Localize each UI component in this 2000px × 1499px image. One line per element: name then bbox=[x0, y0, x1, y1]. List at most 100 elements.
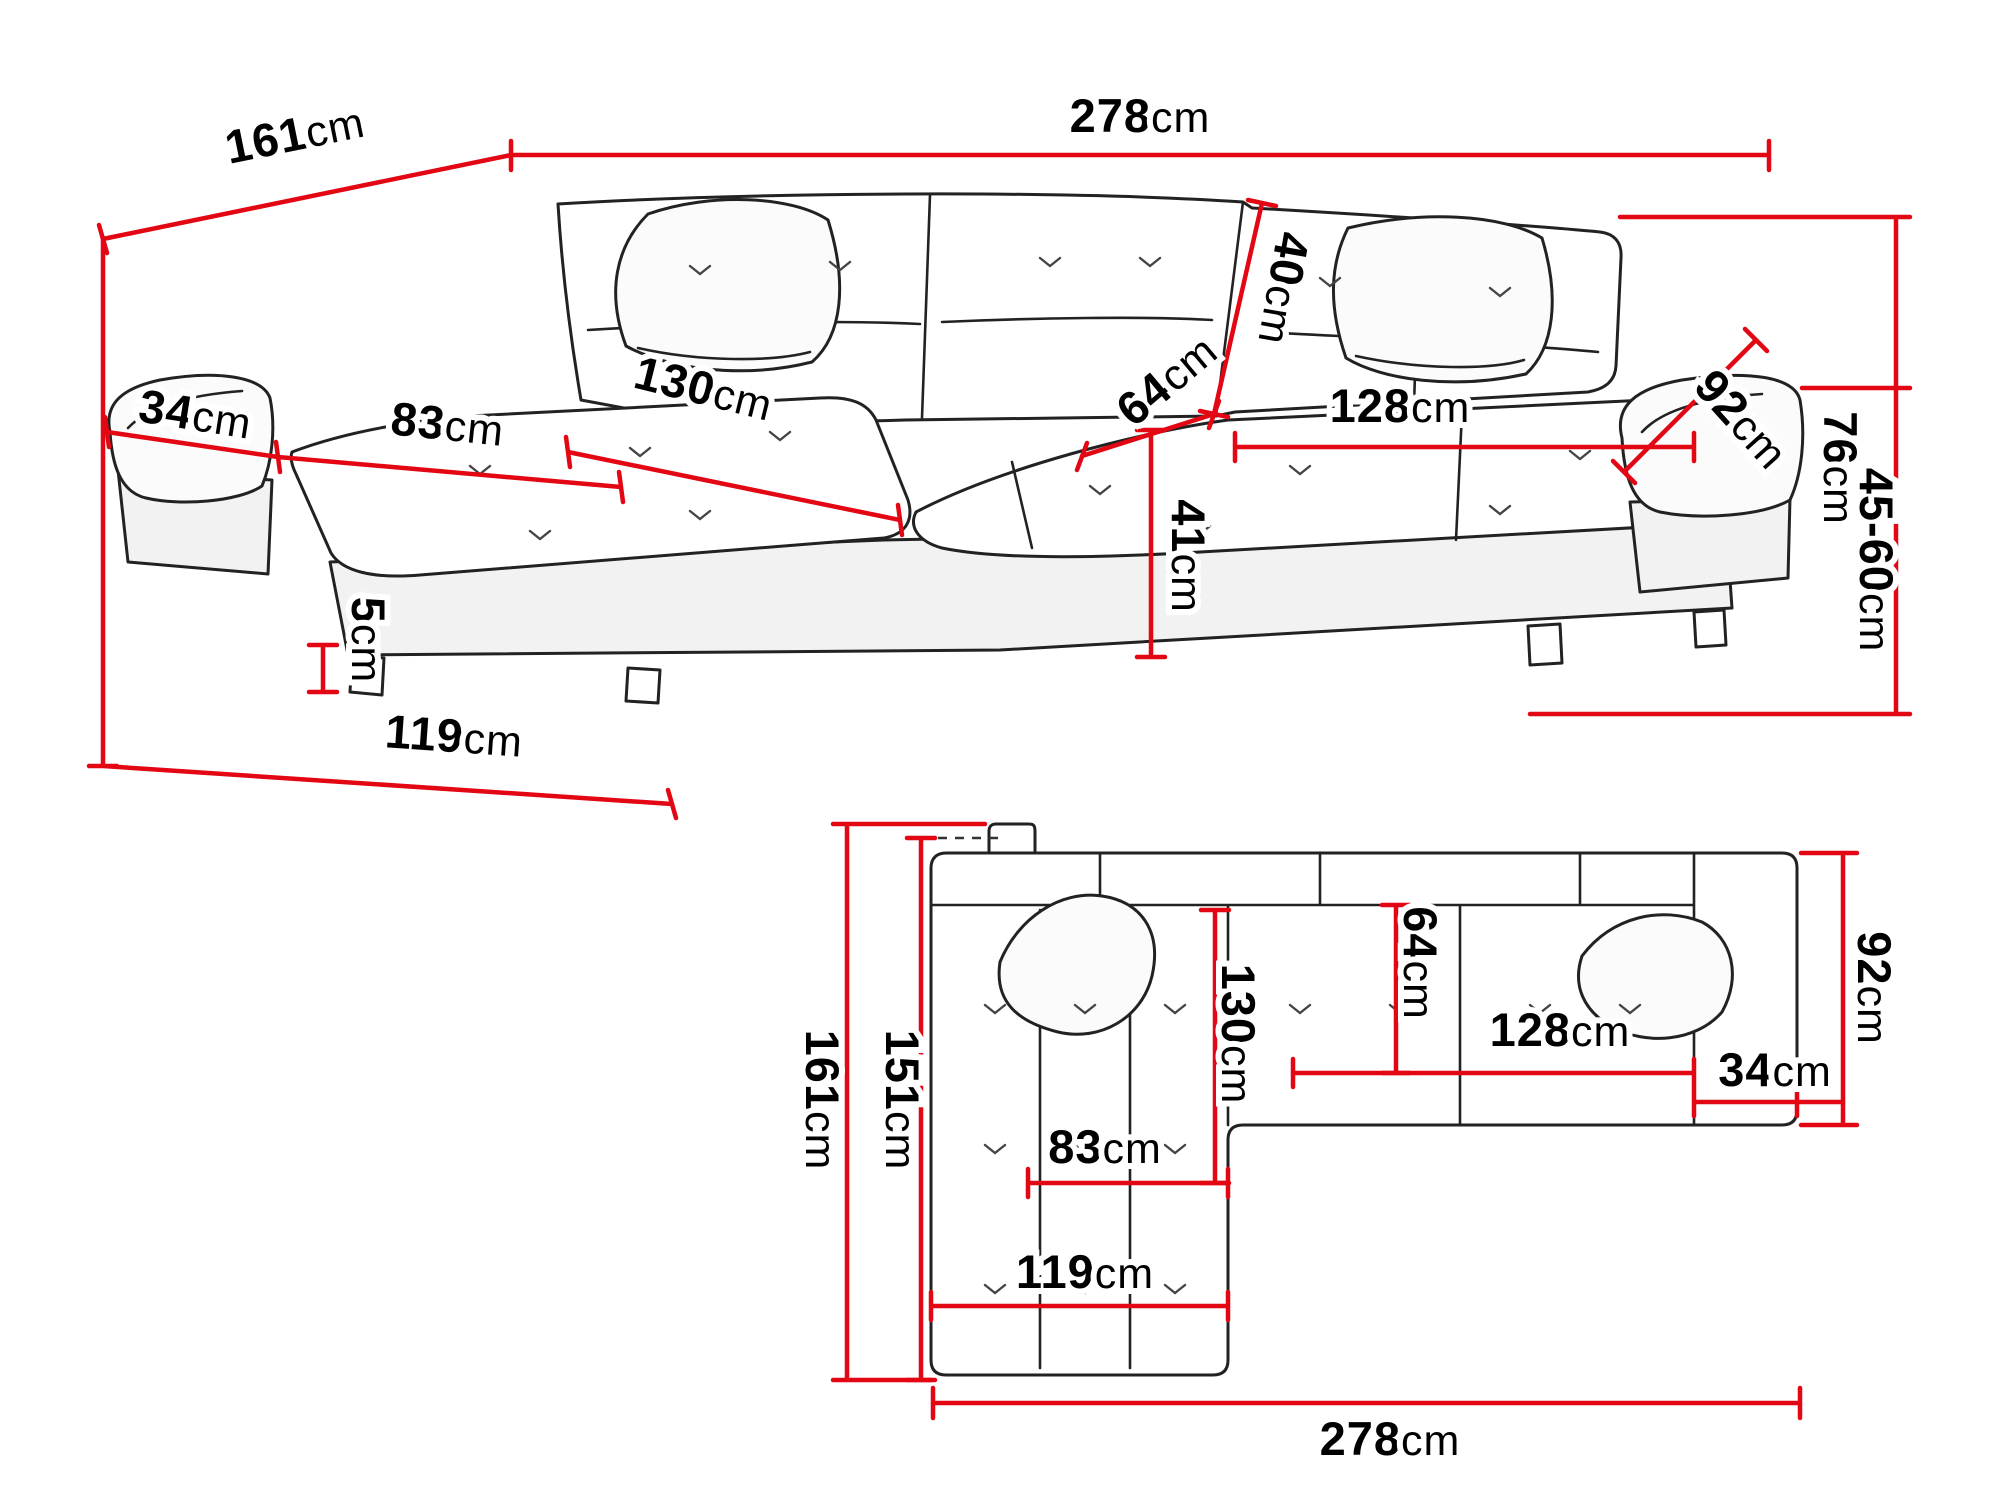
dim-label-plan-inner-depth: 151cm bbox=[876, 1030, 929, 1171]
perspective-dimension-labels: 278cm 161cm 40cm 64cm 128cm 83cm 130cm 3… bbox=[129, 83, 1909, 773]
dim-unit: cm bbox=[442, 402, 506, 456]
left-armrest bbox=[107, 373, 275, 504]
dim-line-plan-total-width bbox=[930, 1385, 1803, 1421]
dim-line-plan-chaise-width bbox=[1025, 1166, 1231, 1200]
dim-value: 128 bbox=[1490, 1003, 1571, 1056]
dim-label-total-width: 278cm bbox=[1070, 89, 1211, 142]
dim-label-seat-height: 41cm bbox=[1162, 499, 1215, 613]
dim-unit: cm bbox=[1162, 553, 1210, 612]
right-seats-seams bbox=[1010, 410, 1464, 550]
dim-value: 161 bbox=[220, 106, 310, 174]
dim-label-total-height: 76cm bbox=[1814, 411, 1867, 525]
dim-value: 128 bbox=[1330, 379, 1411, 432]
dim-unit: cm bbox=[1772, 1048, 1831, 1096]
sofa-perspective-art bbox=[107, 192, 1805, 705]
dim-unit: cm bbox=[1394, 960, 1442, 1019]
sofa-base bbox=[328, 522, 1734, 657]
dim-line-plan-armrest-width bbox=[1691, 1085, 1846, 1119]
dim-unit: cm bbox=[1814, 465, 1862, 524]
dim-label-plan-chaise-width: 83cm bbox=[1048, 1120, 1162, 1173]
dim-label-armrest-width: 34cm bbox=[135, 379, 256, 449]
dim-line-seat-depth bbox=[1074, 398, 1222, 473]
sofa-plan-art bbox=[921, 822, 1799, 1377]
dim-value: 151 bbox=[876, 1030, 929, 1111]
dim-line-seat-width bbox=[1232, 430, 1697, 464]
dim-label-plan-right-depth: 92cm bbox=[1848, 931, 1901, 1045]
pillow-left-crease bbox=[636, 346, 812, 361]
dim-line-total-depth bbox=[96, 152, 514, 256]
dim-unit: cm bbox=[189, 392, 255, 449]
dim-value: 64 bbox=[1394, 906, 1447, 960]
dim-unit: cm bbox=[1151, 94, 1210, 142]
dim-label-plan-chaise-depth: 119cm bbox=[1016, 1245, 1154, 1298]
dim-line-total-height bbox=[1527, 214, 1913, 717]
dim-value: 161 bbox=[796, 1030, 849, 1111]
dim-line-total-width bbox=[508, 138, 1772, 173]
dim-line-seat-height bbox=[1134, 427, 1168, 660]
plan-dimension-lines bbox=[830, 821, 1860, 1421]
tufting-marks bbox=[468, 256, 1592, 541]
dim-value: 5 bbox=[342, 597, 395, 624]
dim-value: 34 bbox=[1718, 1043, 1772, 1096]
dim-line-armrest-and-chaise-width bbox=[102, 414, 626, 505]
dim-line-armrest-depth bbox=[1610, 326, 1770, 486]
pillow-left bbox=[614, 198, 842, 373]
plan-view: 161cm 151cm 92cm 64cm 130cm 128cm 34cm 8… bbox=[790, 821, 1907, 1471]
dim-unit: cm bbox=[1095, 1250, 1154, 1298]
plan-pillow-left bbox=[997, 893, 1157, 1036]
dim-label-plan-armrest-width: 34cm bbox=[1718, 1043, 1832, 1096]
dim-label-plan-total-depth: 161cm bbox=[796, 1030, 849, 1171]
dim-label-leg-height: 5cm bbox=[342, 597, 395, 683]
dim-unit: cm bbox=[342, 624, 390, 683]
right-armrest bbox=[1619, 373, 1805, 518]
dim-value: 76 bbox=[1814, 411, 1867, 465]
dim-unit: cm bbox=[1848, 985, 1896, 1044]
dim-unit: cm bbox=[1212, 1045, 1260, 1104]
dim-label-plan-seat-depth: 64cm bbox=[1394, 906, 1447, 1020]
dim-label-total-depth: 161cm bbox=[220, 94, 368, 174]
sofa-legs bbox=[348, 608, 1728, 705]
dim-value: 119 bbox=[383, 704, 465, 762]
plan-dimension-labels: 161cm 151cm 92cm 64cm 130cm 128cm 34cm 8… bbox=[790, 900, 1907, 1471]
dim-value: 34 bbox=[135, 379, 197, 440]
dim-value: 92 bbox=[1848, 931, 1901, 985]
dim-value: 45-60 bbox=[1850, 468, 1903, 593]
dim-value: 83 bbox=[1048, 1120, 1102, 1173]
plan-tufting-marks bbox=[983, 1003, 1642, 1295]
dim-label-plan-chaise-length: 130cm bbox=[1212, 964, 1265, 1105]
dim-unit: cm bbox=[1248, 282, 1306, 349]
dim-label-plan-total-width: 278cm bbox=[1320, 1412, 1461, 1465]
dim-line-plan-total-depth bbox=[830, 821, 988, 1383]
dim-label-chaise-depth: 119cm bbox=[383, 704, 525, 767]
dim-unit: cm bbox=[1411, 384, 1470, 432]
dim-line-chaise-depth bbox=[86, 236, 679, 821]
pillow-right bbox=[1332, 215, 1554, 384]
dim-unit: cm bbox=[301, 99, 369, 158]
perspective-dimension-lines bbox=[86, 138, 1913, 821]
dim-label-seat-width: 128cm bbox=[1330, 379, 1471, 432]
plan-armrest-block bbox=[987, 822, 1037, 855]
dim-line-plan-inner-depth bbox=[904, 835, 938, 1383]
dim-unit: cm bbox=[876, 1111, 924, 1170]
dim-value: 83 bbox=[388, 391, 448, 449]
dim-unit: cm bbox=[796, 1111, 844, 1170]
dim-unit: cm bbox=[1102, 1125, 1161, 1173]
dim-unit: cm bbox=[462, 715, 525, 767]
dim-value: 278 bbox=[1070, 89, 1151, 142]
dim-value: 40 bbox=[1259, 228, 1321, 291]
plan-pillow-right bbox=[1577, 913, 1734, 1040]
dim-value: 119 bbox=[1016, 1245, 1095, 1298]
dim-line-plan-chaise-depth bbox=[928, 1289, 1231, 1323]
dim-value: 278 bbox=[1320, 1412, 1401, 1465]
pillow-right-crease bbox=[1354, 354, 1526, 369]
dim-line-plan-right-depth bbox=[1798, 850, 1860, 1128]
left-armrest-crease bbox=[126, 389, 244, 430]
dim-line-plan-seat-width bbox=[1290, 1056, 1697, 1090]
dim-value: 41 bbox=[1162, 499, 1215, 553]
dim-value: 130 bbox=[1212, 964, 1265, 1045]
dim-line-leg-height bbox=[306, 642, 340, 695]
dim-line-chaise-length bbox=[563, 434, 905, 538]
dim-unit: cm bbox=[1850, 593, 1898, 652]
dim-unit: cm bbox=[1401, 1417, 1460, 1465]
